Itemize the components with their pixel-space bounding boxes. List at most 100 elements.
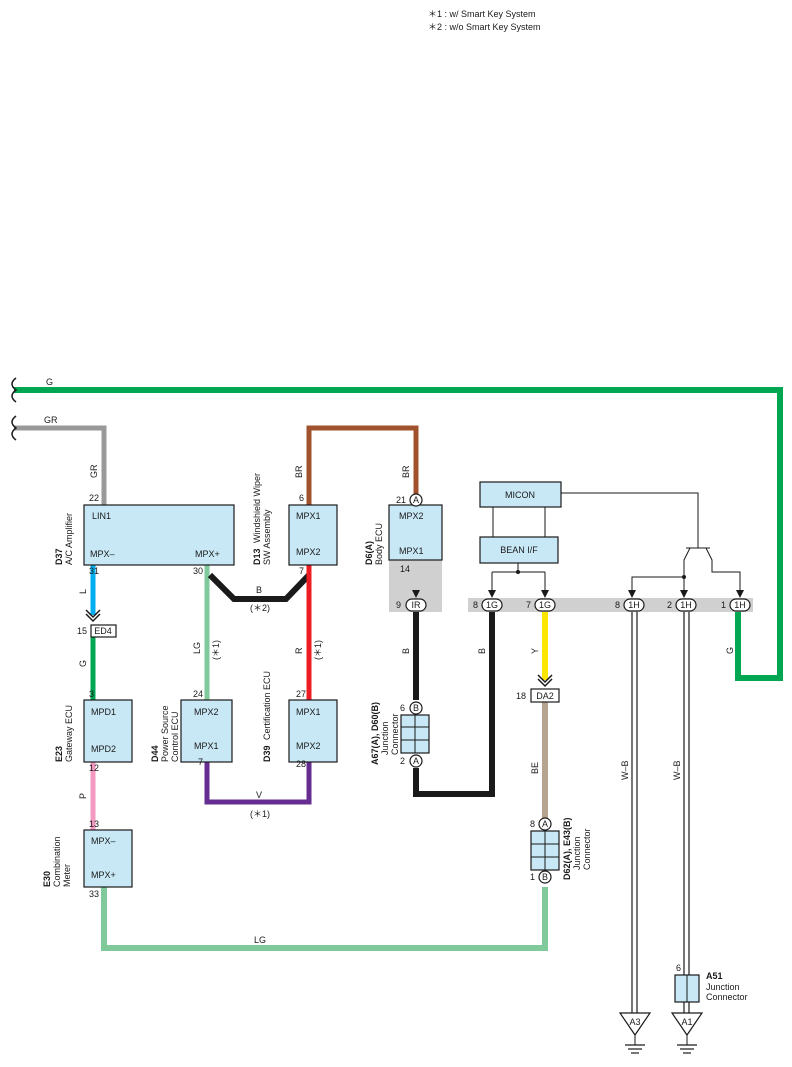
d39-code: D39 [262, 745, 272, 762]
d62-name-2: Connector [582, 828, 592, 870]
wire-label-b-note: (＊2) [250, 603, 270, 613]
bean-if-label: BEAN I/F [500, 545, 538, 555]
svg-text:A3: A3 [629, 1017, 640, 1027]
connector-da2-pin: 18 [516, 691, 526, 701]
d6-pinno-14: 14 [400, 564, 410, 574]
d39-pin-mpx1: MPX1 [296, 707, 321, 717]
svg-text:1G: 1G [486, 600, 498, 610]
junction-dot [682, 575, 686, 579]
micon-box [479, 481, 562, 508]
e23-pinno-12: 12 [89, 763, 99, 773]
wire-wb-2 [683, 612, 690, 975]
connector-1g-8: 1G [481, 598, 503, 612]
d6-code: D6(A) [364, 541, 374, 565]
bean-if-box [479, 536, 559, 564]
a51-code: A51 [706, 971, 723, 981]
wire-label-br-left: BR [294, 465, 304, 478]
wire-label-gr-vert: GR [89, 464, 99, 478]
a67-terminal-a-label: A [413, 756, 419, 766]
e23-gateway-ecu [83, 699, 133, 763]
d13-pin-mpx1: MPX1 [296, 511, 321, 521]
e23-pin-mpd2: MPD2 [91, 744, 116, 754]
e30-combination-meter [83, 829, 133, 888]
d39-name: Certification ECU [262, 671, 272, 740]
wire-label-v: V [256, 790, 262, 800]
wire-wb-3 [683, 1002, 690, 1013]
wire-lg-bottom [101, 887, 548, 951]
a67-name-2: Connector [390, 713, 400, 755]
d44-name-2: Control ECU [170, 711, 180, 762]
d37-pinno-22: 22 [89, 493, 99, 503]
connector-1h-8-pin: 8 [615, 600, 620, 610]
note-smart-key: ＊1 : w/ Smart Key System [428, 9, 536, 19]
d62-pinno-1: 1 [530, 872, 535, 882]
d62-terminal-b [538, 870, 552, 884]
d37-pin-lin1: LIN1 [92, 511, 111, 521]
d37-ac-amplifier [83, 504, 235, 566]
d44-pinno-24: 24 [193, 689, 203, 699]
d44-code: D44 [150, 745, 160, 762]
da2-chevron-2 [537, 678, 553, 688]
wire-label-v-note: (＊1) [250, 809, 270, 819]
d37-pinno-30: 30 [193, 566, 203, 576]
d39-certification-ecu [288, 699, 338, 763]
e30-pinno-33: 33 [89, 889, 99, 899]
d6-pin-mpx2: MPX2 [399, 511, 424, 521]
arrow-heads [412, 590, 744, 598]
wire-label-y: Y [530, 648, 540, 654]
svg-text:1H: 1H [680, 600, 692, 610]
connector-da2-code: DA2 [536, 691, 554, 701]
wire-label-r-note: (＊1) [313, 640, 323, 660]
d44-pin-mpx1: MPX1 [194, 741, 219, 751]
e23-pin-mpd1: MPD1 [91, 707, 116, 717]
a67-pinno-2: 2 [400, 756, 405, 766]
d6-terminal-a [409, 493, 423, 507]
junction-block-bar [468, 598, 753, 612]
d13-wiper-switch [288, 504, 338, 566]
d62-code: D62(A), E43(B) [562, 817, 572, 880]
wire-label-lg-bottom: LG [254, 935, 266, 945]
ground-a1: A1 [670, 1012, 704, 1054]
d6-body-ecu [388, 504, 443, 561]
svg-text:A1: A1 [681, 1017, 692, 1027]
d13-name-1: Windshield Wiper [252, 473, 262, 543]
wire-label-b-1g: B [477, 648, 487, 654]
d44-pinno-7: 7 [198, 757, 203, 767]
e30-pin-mpx-plus: MPX+ [91, 870, 116, 880]
d62-pinno-8: 8 [530, 819, 535, 829]
e23-name: Gateway ECU [64, 705, 74, 762]
ed4-chevron-2 [85, 613, 101, 623]
d13-code: D13 [252, 548, 262, 565]
d39-pin-mpx2: MPX2 [296, 741, 321, 751]
wire-label-l: L [78, 589, 88, 594]
wire-label-wb-2: W–B [672, 760, 682, 780]
wire-top-g [14, 387, 783, 681]
e23-pinno-3: 3 [89, 689, 94, 699]
d44-power-source-ecu [180, 699, 233, 763]
a51-name-1: Junction [706, 982, 740, 992]
d13-pin-mpx2: MPX2 [296, 547, 321, 557]
connector-ed4 [90, 624, 117, 638]
d44-pin-mpx2: MPX2 [194, 707, 219, 717]
ground-a3: A3 [618, 1012, 652, 1054]
connector-1h-2: 1H [675, 598, 697, 612]
wire-label-wb-1: W–B [620, 760, 630, 780]
e30-name-1: Combination [52, 836, 62, 887]
wire-label-g-ed4: G [78, 660, 88, 667]
a67-name-1: Junction [380, 721, 390, 755]
connector-ed4-code: ED4 [94, 626, 112, 636]
note-no-smart-key: ＊2 : w/o Smart Key System [428, 22, 541, 32]
wire-br [306, 425, 419, 505]
da2-chevron-1 [537, 674, 553, 684]
d39-pinno-27: 27 [296, 689, 306, 699]
wire-break-g [11, 377, 18, 403]
d6-pin-mpx1: MPX1 [399, 546, 424, 556]
svg-text:1G: 1G [539, 600, 551, 610]
d37-pin-mpx-plus: MPX+ [195, 549, 220, 559]
connector-ir-pin: 9 [396, 600, 401, 610]
e30-code: E30 [42, 871, 52, 887]
ed4-chevron-1 [85, 609, 101, 619]
d37-pin-mpx-minus: MPX– [90, 549, 115, 559]
d62-terminal-b-label: B [542, 872, 548, 882]
